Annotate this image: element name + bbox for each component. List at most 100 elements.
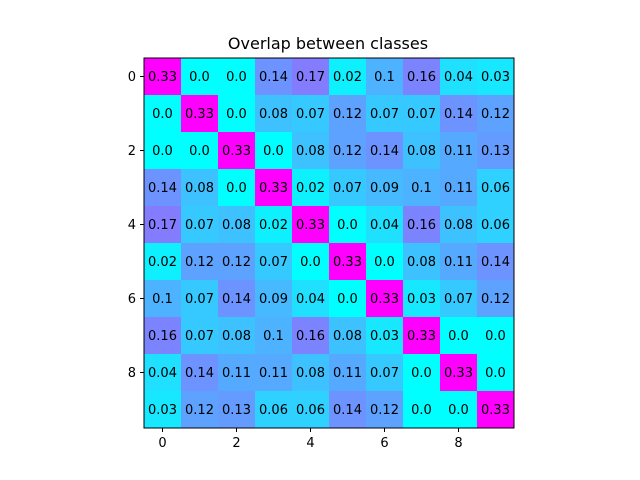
cell-value-6-3: 0.09 [259,292,288,307]
cell-value-7-1: 0.07 [185,329,214,344]
x-tick-label-8: 8 [454,436,462,451]
heatmap-cell-9-9 [477,391,515,429]
cell-value-4-5: 0.0 [337,218,358,233]
cell-value-2-4: 0.08 [296,144,325,159]
cell-value-8-7: 0.0 [411,366,432,381]
heatmap-cell-6-8 [440,280,478,318]
cell-value-9-4: 0.06 [296,403,325,418]
cell-value-1-3: 0.08 [259,107,288,122]
heatmap-cell-7-2 [218,317,256,355]
heatmap-cell-6-9 [477,280,515,318]
cell-value-5-1: 0.12 [185,255,214,270]
heatmap-cell-1-3 [255,95,293,133]
heatmap-cell-6-7 [403,280,441,318]
chart-title: Overlap between classes [228,34,428,53]
heatmap-cell-3-0 [144,169,182,207]
heatmap-cell-4-6 [366,206,404,244]
heatmap-cell-9-3 [255,391,293,429]
heatmap-cell-4-4 [292,206,330,244]
cell-value-7-4: 0.16 [296,329,325,344]
heatmap-cell-0-5 [329,58,367,96]
heatmap-cell-5-3 [255,243,293,281]
heatmap-cell-8-1 [181,354,219,392]
heatmap-cell-0-6 [366,58,404,96]
heatmap-cell-5-9 [477,243,515,281]
heatmap-cell-3-7 [403,169,441,207]
cell-value-3-7: 0.1 [411,181,432,196]
cell-value-8-9: 0.0 [485,366,506,381]
cell-value-2-6: 0.14 [370,144,399,159]
cell-value-7-7: 0.33 [407,329,436,344]
cell-value-9-8: 0.0 [448,403,469,418]
heatmap-cell-7-7 [403,317,441,355]
heatmap-cell-1-2 [218,95,256,133]
heatmap-cell-3-5 [329,169,367,207]
cell-value-5-9: 0.14 [481,255,510,270]
heatmap-cell-7-1 [181,317,219,355]
heatmap-cell-8-9 [477,354,515,392]
heatmap-cell-5-6 [366,243,404,281]
heatmap-cell-4-7 [403,206,441,244]
cell-value-8-1: 0.14 [185,366,214,381]
cell-value-8-5: 0.11 [333,366,362,381]
cell-value-7-3: 0.1 [263,329,284,344]
heatmap-cell-1-4 [292,95,330,133]
y-tick-label-0: 0 [128,70,136,85]
cell-value-5-5: 0.33 [333,255,362,270]
heatmap-cell-1-5 [329,95,367,133]
cell-value-8-2: 0.11 [222,366,251,381]
heatmap-cell-6-1 [181,280,219,318]
heatmap-cell-9-7 [403,391,441,429]
x-tick-label-6: 6 [380,436,388,451]
cell-value-1-7: 0.07 [407,107,436,122]
cell-value-2-3: 0.0 [263,144,284,159]
cell-value-0-2: 0.0 [226,70,247,85]
heatmap-cell-2-7 [403,132,441,170]
heatmap-cell-1-9 [477,95,515,133]
cell-value-7-6: 0.03 [370,329,399,344]
y-tick-label-8: 8 [128,366,136,381]
heatmap-cell-0-4 [292,58,330,96]
heatmap-cell-8-0 [144,354,182,392]
cell-value-3-1: 0.08 [185,181,214,196]
heatmap-cell-0-8 [440,58,478,96]
cell-value-6-5: 0.0 [337,292,358,307]
heatmap-cell-8-2 [218,354,256,392]
heatmap-cell-3-3 [255,169,293,207]
y-tick-label-4: 4 [128,218,136,233]
cell-value-4-9: 0.06 [481,218,510,233]
cell-value-2-5: 0.12 [333,144,362,159]
heatmap-cell-5-4 [292,243,330,281]
heatmap-cell-4-3 [255,206,293,244]
heatmap-cell-0-0 [144,58,182,96]
heatmap-cell-8-3 [255,354,293,392]
cell-value-9-0: 0.03 [148,403,177,418]
x-tick-label-4: 4 [306,436,314,451]
heatmap-cell-5-7 [403,243,441,281]
cell-value-6-1: 0.07 [185,292,214,307]
heatmap-cell-4-0 [144,206,182,244]
cell-value-2-9: 0.13 [481,144,510,159]
heatmap-cell-8-6 [366,354,404,392]
heatmap-cell-9-4 [292,391,330,429]
cell-value-1-2: 0.0 [226,107,247,122]
heatmap-cell-1-6 [366,95,404,133]
cell-value-6-0: 0.1 [152,292,173,307]
cell-value-4-7: 0.16 [407,218,436,233]
heatmap-cell-4-9 [477,206,515,244]
cell-value-0-8: 0.04 [444,70,473,85]
heatmap-cell-0-1 [181,58,219,96]
cell-value-2-7: 0.08 [407,144,436,159]
cell-value-9-9: 0.33 [481,403,510,418]
heatmap-cell-2-9 [477,132,515,170]
cell-value-8-6: 0.07 [370,366,399,381]
heatmap-cell-3-9 [477,169,515,207]
heatmap-cell-7-8 [440,317,478,355]
heatmap-cell-9-5 [329,391,367,429]
cell-value-6-6: 0.33 [370,292,399,307]
heatmap-cell-3-8 [440,169,478,207]
cell-value-0-7: 0.16 [407,70,436,85]
cell-value-0-1: 0.0 [189,70,210,85]
heatmap-cell-5-1 [181,243,219,281]
cell-value-3-8: 0.11 [444,181,473,196]
